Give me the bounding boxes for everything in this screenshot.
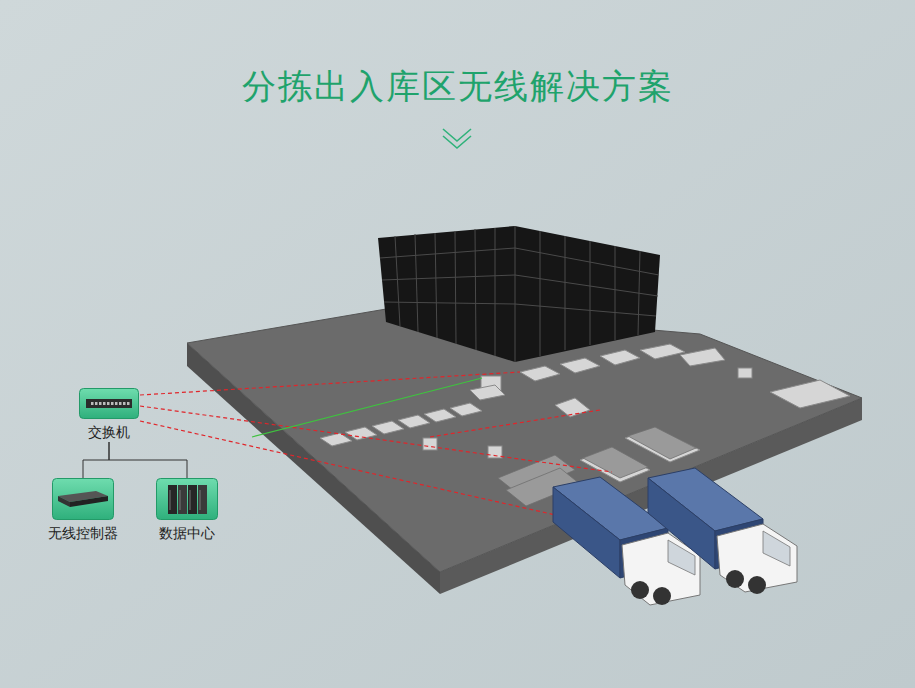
scene-shape	[648, 468, 797, 594]
device-node: 数据中心	[152, 478, 222, 542]
scene-shape	[320, 344, 850, 482]
tree-connector	[109, 442, 187, 478]
scene-shape	[600, 350, 640, 365]
device-label: 数据中心	[152, 524, 222, 542]
scene-shape	[628, 427, 696, 459]
scene-shape	[398, 415, 430, 428]
scene-shape	[520, 366, 560, 381]
scene-shape	[738, 368, 752, 378]
scene-shape	[140, 421, 560, 516]
scene-shape	[320, 433, 352, 446]
icon-tile	[157, 479, 218, 520]
switch-port	[127, 402, 130, 405]
scene-shape	[140, 406, 612, 472]
scene-shape	[140, 372, 520, 395]
server-cabinet	[178, 485, 187, 514]
page-title: 分拣出入库区无线解决方案	[0, 64, 915, 110]
scene-shape	[380, 248, 515, 258]
scene-shape	[515, 275, 658, 296]
tree-connector	[83, 442, 109, 478]
device-node: 无线控制器	[44, 478, 122, 542]
scene-shape	[415, 234, 418, 332]
scene-shape	[515, 248, 659, 275]
icon-tile	[80, 389, 139, 419]
scene-shape	[475, 229, 476, 350]
device-node: 交换机	[75, 388, 143, 441]
scene-shape	[435, 233, 437, 338]
scene-shape	[553, 487, 620, 578]
switch-port	[103, 402, 106, 405]
scene-shape	[770, 380, 850, 408]
scene-shape	[515, 226, 516, 362]
scene-shape	[560, 358, 600, 373]
device-label: 交换机	[75, 423, 143, 441]
scene-shape	[625, 428, 700, 462]
scene-shape	[430, 410, 600, 437]
cabinet-detail	[190, 490, 191, 510]
scene-shape	[515, 304, 656, 316]
controller-front	[58, 496, 70, 507]
scene-shape	[470, 385, 505, 400]
scene-shape	[748, 576, 766, 594]
switch-port	[115, 402, 118, 405]
scene-shape	[615, 246, 616, 340]
icon-tile	[53, 479, 114, 520]
switch-body	[86, 399, 132, 408]
scene-shape	[384, 302, 515, 304]
cabinet-detail	[180, 490, 181, 510]
scene-shape	[648, 478, 715, 569]
scene-shape	[378, 226, 660, 362]
server-cabinet	[198, 485, 207, 514]
scene-shape	[580, 448, 650, 482]
scene-shape	[495, 228, 496, 356]
scene-shape	[565, 236, 566, 350]
scene-shape	[726, 570, 744, 588]
scene-shape	[252, 378, 482, 437]
scene-shape	[540, 231, 541, 356]
device-icon	[156, 478, 218, 520]
scene-shape	[583, 447, 648, 478]
scene-shape	[631, 581, 649, 599]
server-cabinet	[168, 485, 177, 514]
scene-shape	[423, 438, 437, 450]
scene-shape	[640, 344, 685, 359]
scene-shape	[590, 241, 591, 345]
controller-side	[70, 496, 108, 507]
device-icon	[52, 478, 114, 520]
scene-shape	[424, 409, 456, 422]
switch-port	[119, 402, 122, 405]
switch-port	[95, 402, 98, 405]
scene-shape	[450, 403, 482, 416]
scene-shape	[395, 236, 400, 326]
scene-shape	[443, 136, 471, 148]
scene-shape	[455, 231, 456, 344]
scene-shape	[380, 226, 659, 362]
scene-shape	[372, 421, 404, 434]
switch-port	[123, 402, 126, 405]
scene-shape	[680, 348, 725, 366]
device-label: 无线控制器	[44, 524, 122, 542]
cabinet-detail	[200, 490, 201, 510]
scene-shape	[382, 275, 515, 280]
scene-shape	[653, 587, 671, 605]
switch-port	[111, 402, 114, 405]
scene-shape	[555, 398, 590, 417]
device-icon	[79, 388, 139, 419]
switch-port	[107, 402, 110, 405]
scene-shape	[763, 531, 790, 566]
switch-port	[99, 402, 102, 405]
cabinet-detail	[170, 490, 171, 510]
server-cabinet	[188, 485, 197, 514]
switch-port	[91, 402, 94, 405]
